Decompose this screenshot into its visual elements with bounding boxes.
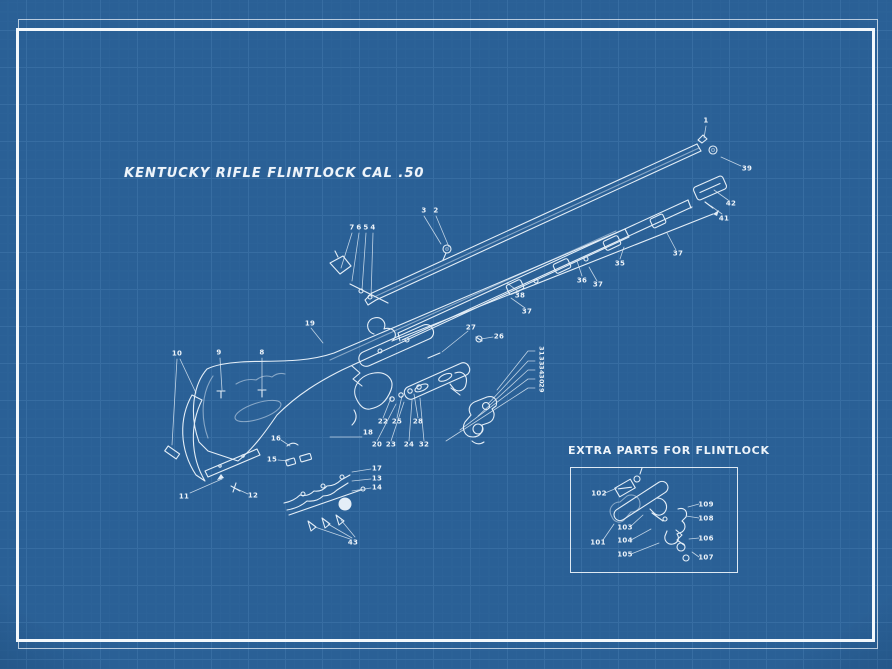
extra-parts-drawing [602,467,700,562]
ramrod-group [391,210,719,342]
stock-group [192,228,630,462]
patchbox-group [283,442,366,532]
drawing-title: KENTUCKY RIFLE FLINTLOCK CAL .50 [124,166,425,181]
buttplate-group [164,394,261,493]
extra-parts-box [570,467,738,573]
lock-parts-group [351,317,471,426]
tang-block-group [692,175,728,209]
cock-and-frizzen-group [449,335,498,445]
underbarrel-assembly-group [397,199,693,342]
frame-inner-line [16,28,875,642]
barrel-group [364,134,718,306]
small-parts-top-group [216,244,452,399]
extra-parts-title: EXTRA PARTS FOR FLINTLOCK [568,444,770,457]
